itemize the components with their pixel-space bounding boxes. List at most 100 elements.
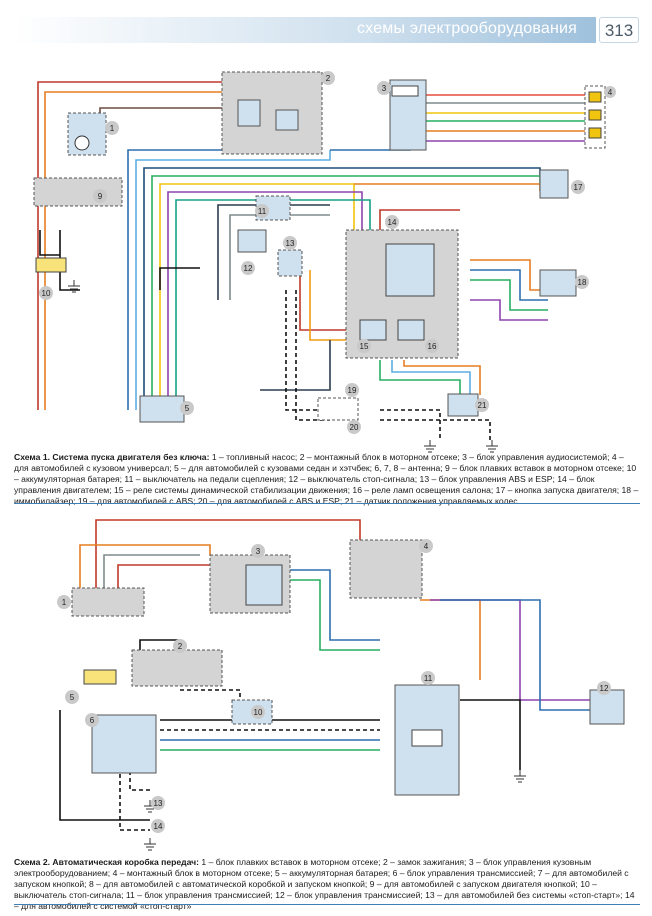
wire [295,290,330,421]
badge-label: 18 [578,278,587,287]
badge-label: 21 [478,401,487,410]
wire [143,167,338,410]
wire [159,183,355,410]
badge-label: 13 [154,799,163,808]
abs-connector-19 [317,397,359,421]
badge-label: 1 [62,598,67,607]
wire [420,599,481,680]
wire [290,569,380,641]
component-badge-6: 6 [85,713,99,727]
component-badge-5: 5 [180,401,194,415]
badge-label: 20 [350,423,359,432]
component-badge-17: 17 [571,180,585,194]
wire [440,599,590,711]
wire [285,290,330,411]
badge-label: 5 [185,404,190,413]
component-badge-12: 12 [597,681,611,695]
wire [39,230,60,256]
scheme2-badges: 1 2 3 4 5 6 10 11 12 13 14 [57,539,611,833]
component-badge-3: 3 [251,544,265,558]
scheme2-caption: Схема 2. Автоматическая коробка передач:… [14,857,640,912]
ground-icon [486,440,498,453]
scheme2-wires [59,519,590,831]
wire [354,183,541,191]
wire [470,299,548,321]
component-badge-4: 4 [419,539,433,553]
component-badge-2: 2 [173,639,187,653]
scheme2-components [71,539,625,851]
wire [290,579,380,651]
badge-label: 10 [42,289,51,298]
antenna-7 [588,109,602,121]
fuel-pump-box [67,112,107,156]
wire [460,699,521,770]
badge-label: 19 [348,386,357,395]
wire [403,360,481,395]
header-title: схемы электрооборудования [356,20,577,37]
transmission-ecu-6 [91,714,157,774]
badge-label: 17 [574,183,583,192]
badge-label: 2 [178,642,183,651]
audio-connector [391,85,419,97]
badge-label: 4 [608,88,613,97]
component-badge-12: 12 [241,261,255,275]
wire [99,107,222,118]
badge-label: 12 [244,264,253,273]
block-5 [139,395,185,423]
scheme1-caption: Схема 1. Система пуска двигателя без клю… [14,452,640,507]
badge-label: 11 [258,207,267,216]
component-badge-21: 21 [475,398,489,412]
page-number: 313 [599,17,639,43]
scheme2-caption-text: 1 – блок плавких вставок в моторном отсе… [14,857,635,911]
wire [391,360,471,395]
wire [180,689,241,700]
component-badge-10: 10 [39,286,53,300]
component-badge-4: 4 [604,86,616,98]
scheme1-caption-title: Схема 1. Система пуска двигателя без клю… [14,452,210,462]
divider [14,904,640,905]
scheme1-caption-text: 1 – топливный насос; 2 – монтажный блок … [14,452,639,506]
wire [379,360,461,395]
header-bar [14,17,596,43]
component-badge-18: 18 [575,275,589,289]
badge-label: 5 [70,693,75,702]
component-badge-3: 3 [377,81,391,95]
wire [470,279,548,311]
wire [470,259,548,291]
mounting-block-4 [349,539,423,599]
wire [175,199,371,410]
badge-label: 14 [388,218,397,227]
ground-icon [144,800,156,813]
body-control-core [245,564,283,606]
wire [103,554,200,588]
ignition-switch-2 [131,649,223,687]
wire [338,167,541,175]
wire [117,564,210,588]
wire [380,419,491,440]
ecu-core [385,243,435,297]
fuse-block-9 [33,177,123,207]
wire [79,544,211,588]
ground-icon [424,440,436,453]
wire [37,81,222,410]
antenna-8 [588,127,602,139]
wire [59,710,150,821]
ground-icon [514,770,526,783]
component-badge-16: 16 [425,339,439,353]
wire [380,409,441,440]
badge-label: 9 [98,192,103,201]
component-badge-20: 20 [347,420,361,434]
mounting-block-2 [221,71,323,155]
badge-label: 13 [286,239,295,248]
wire [217,204,330,300]
component-badge-13: 13 [283,236,297,250]
fuel-pump-motor [74,135,90,151]
badge-label: 3 [382,84,387,93]
stop-switch-12 [237,229,267,253]
scheme2-caption-title: Схема 2. Автоматическая коробка передач: [14,857,200,867]
transmission-12 [589,689,625,725]
component-badge-9: 9 [93,189,107,203]
wire [44,91,222,410]
badge-label: 6 [90,716,95,725]
